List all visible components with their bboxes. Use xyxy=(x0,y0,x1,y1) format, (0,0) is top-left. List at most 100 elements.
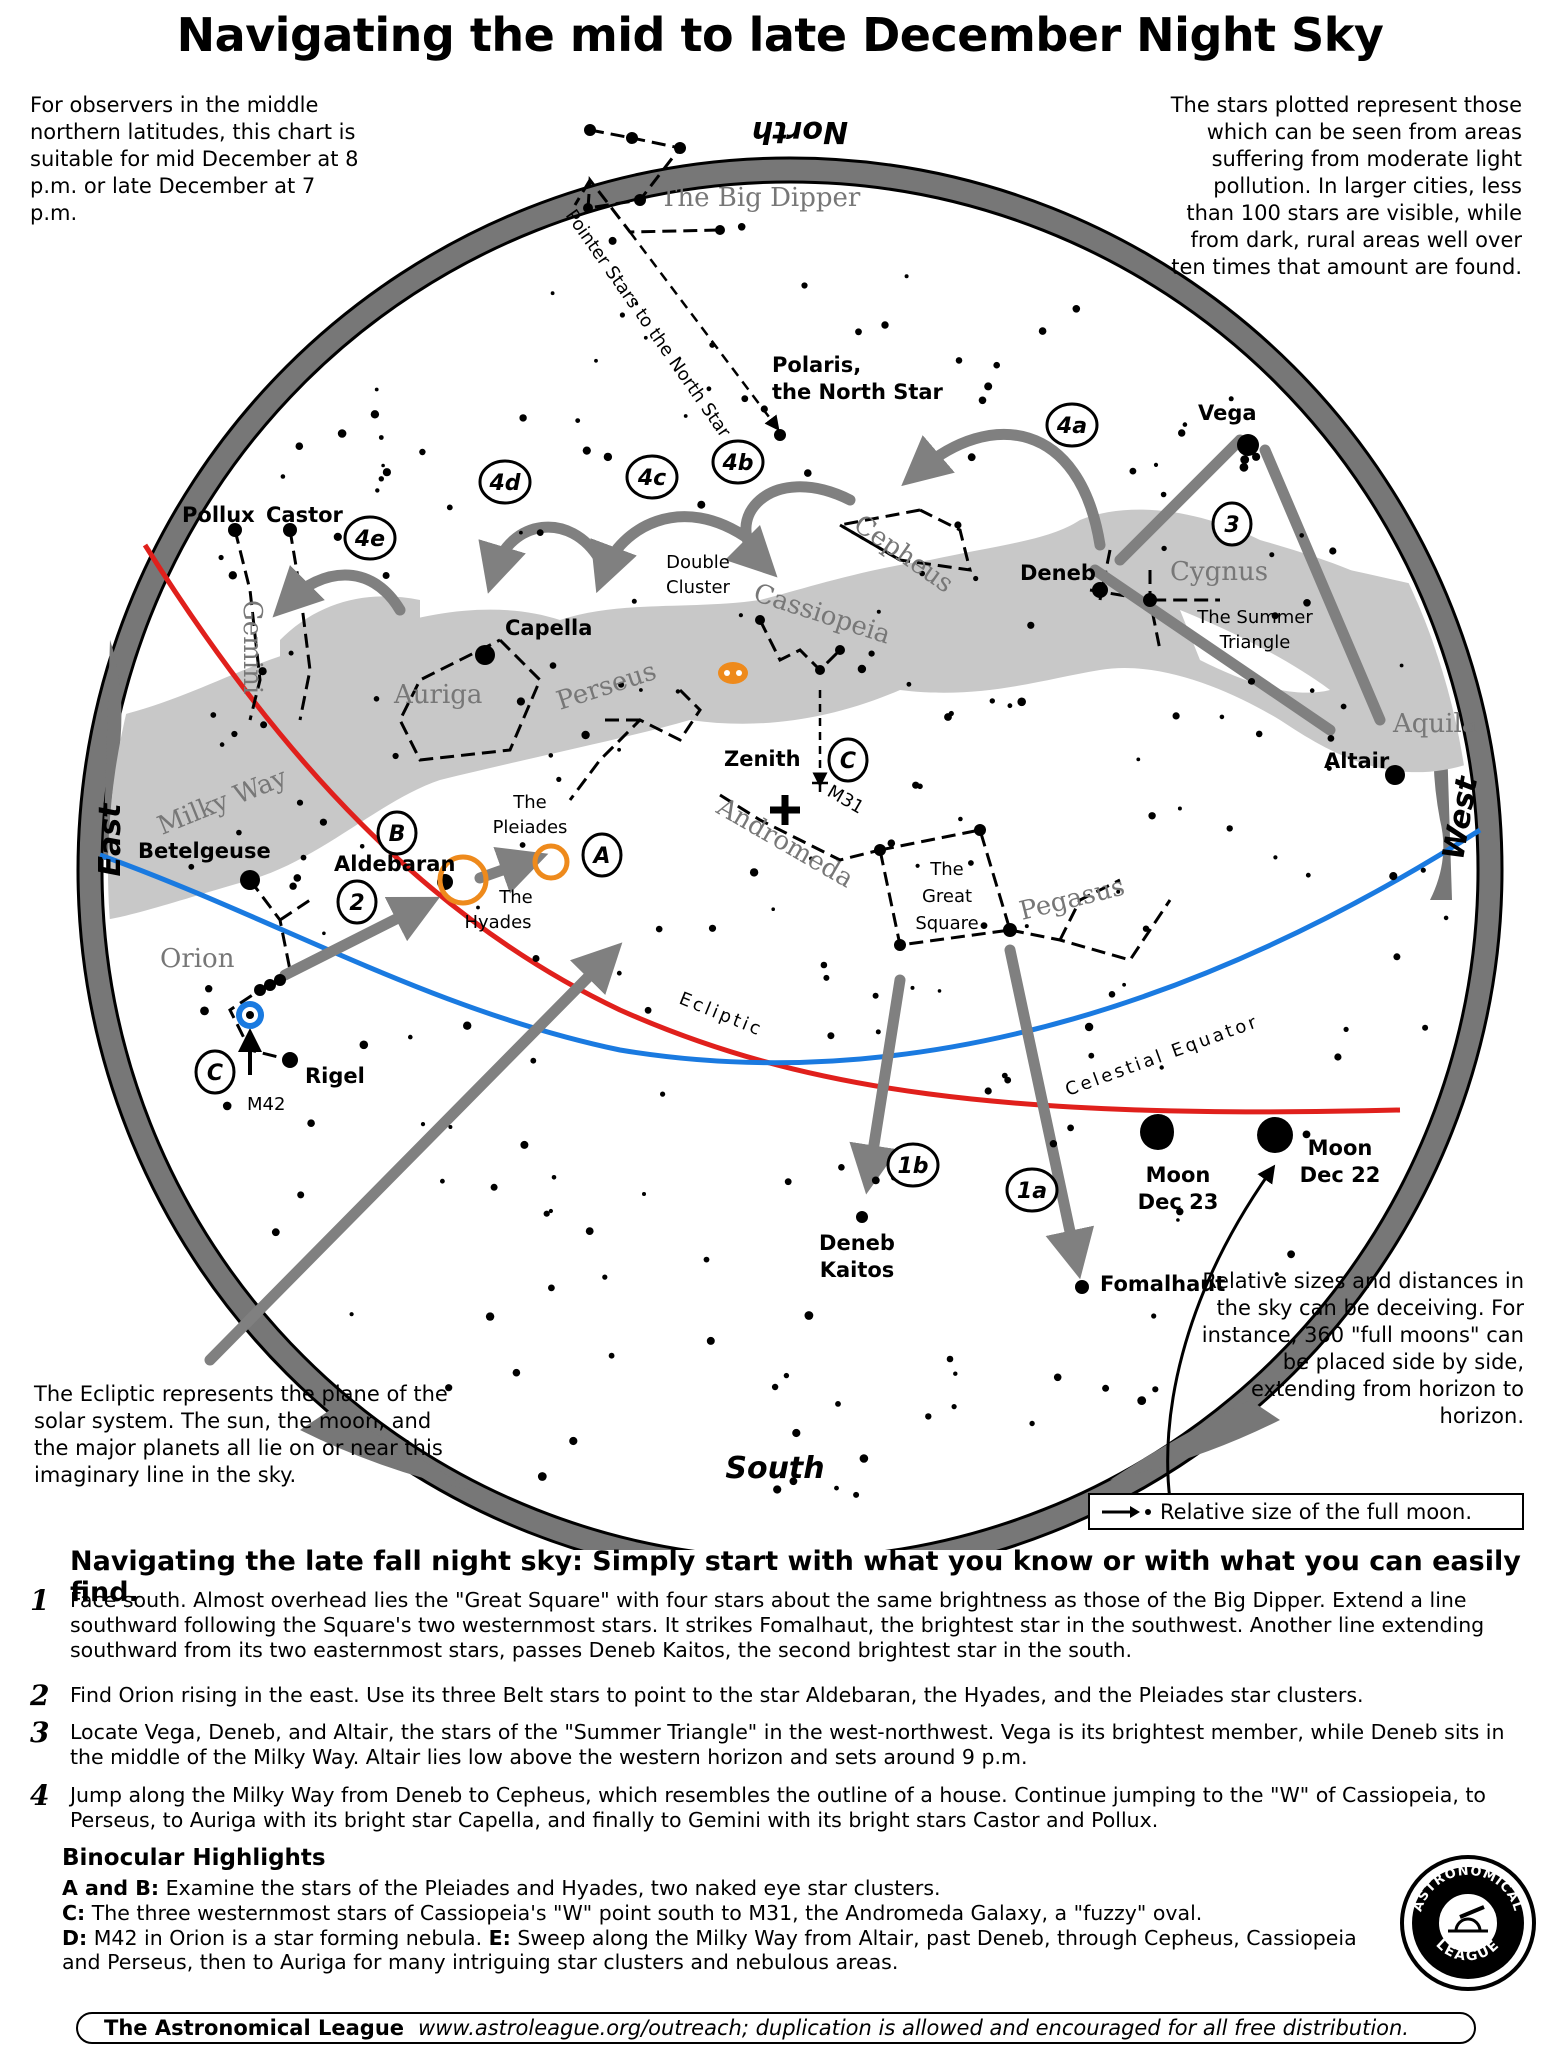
pollux-label: Pollux xyxy=(182,503,255,527)
background-star xyxy=(408,1034,413,1040)
square-star xyxy=(874,844,886,856)
background-star xyxy=(536,529,544,536)
castor-star xyxy=(283,523,297,537)
m31-label: M31 xyxy=(824,781,868,818)
background-star xyxy=(1088,1052,1095,1059)
step-marker-4c xyxy=(625,454,679,500)
rigel-label: Rigel xyxy=(305,1064,365,1088)
background-star xyxy=(773,1485,782,1494)
background-star xyxy=(512,1368,521,1377)
background-star xyxy=(295,442,304,451)
background-star xyxy=(1334,1053,1342,1061)
big-dipper-label: The Big Dipper xyxy=(660,183,861,213)
background-star xyxy=(1176,1218,1180,1222)
step-marker-label: 1b xyxy=(897,1154,928,1179)
orion-label: Orion xyxy=(160,944,235,974)
background-star xyxy=(993,361,1000,369)
binocular-item-ab: A and B: Examine the stars of the Pleiad… xyxy=(62,1876,1462,1900)
background-star xyxy=(548,1284,555,1292)
step-marker-label: 4a xyxy=(1056,414,1087,439)
background-star xyxy=(709,342,716,348)
fomalhaut-label: Fomalhaut xyxy=(1100,1272,1225,1296)
background-star xyxy=(1302,1130,1311,1139)
background-star xyxy=(1153,462,1159,467)
background-star xyxy=(289,882,297,890)
step-marker-1a xyxy=(1005,1167,1059,1213)
great-square-label-1: The xyxy=(929,859,963,880)
background-star xyxy=(1443,915,1449,921)
background-star xyxy=(737,223,746,231)
deneb-kaitos-label-1: Deneb xyxy=(819,1231,895,1255)
polaris-star xyxy=(774,429,786,441)
binocular-item-c: C: The three westernmost stars of Cassio… xyxy=(62,1901,1462,1925)
castor-label: Castor xyxy=(266,503,344,527)
step-marker-b xyxy=(376,810,418,856)
background-star xyxy=(445,1384,453,1392)
hyades-marker xyxy=(437,854,489,906)
background-star xyxy=(375,488,380,493)
background-star xyxy=(1389,872,1398,881)
background-star xyxy=(683,414,688,418)
background-star xyxy=(569,1436,578,1446)
background-star xyxy=(1303,599,1311,607)
step-1: 1 Face south. Almost overhead lies the "G… xyxy=(30,1584,1530,1663)
background-star xyxy=(820,961,828,969)
background-star xyxy=(222,1101,232,1111)
great-square-label-3: Square xyxy=(915,913,978,934)
background-star xyxy=(373,696,380,702)
footer: The Astronomical League www.astroleague.… xyxy=(76,2012,1476,2044)
background-star xyxy=(910,985,915,990)
background-star xyxy=(660,1091,666,1097)
background-star xyxy=(792,1428,801,1438)
background-star xyxy=(859,1454,869,1463)
background-star xyxy=(271,1228,280,1237)
footer-url[interactable]: www.astroleague.org/outreach; duplicatio… xyxy=(418,2016,1409,2040)
background-star xyxy=(1129,467,1137,475)
background-star xyxy=(906,681,912,687)
binocular-item-de: D: M42 in Orion is a star forming nebula… xyxy=(62,1926,1372,1974)
step-marker-label: B xyxy=(389,822,406,847)
constellation-lines xyxy=(228,128,1220,1062)
dipper-star xyxy=(583,203,593,213)
step-marker-a xyxy=(581,832,623,878)
background-star xyxy=(872,992,879,999)
belt-star xyxy=(264,979,276,991)
background-star xyxy=(476,905,480,910)
step-number: 1 xyxy=(30,1584,50,1617)
pleiades-label-2: Pleiades xyxy=(493,817,568,838)
double-cluster-label-2: Cluster xyxy=(666,577,730,598)
auriga-label: Auriga xyxy=(393,680,482,710)
background-star xyxy=(984,1087,992,1095)
south-label: South xyxy=(725,1451,824,1486)
background-star xyxy=(1239,462,1249,472)
background-star xyxy=(967,453,976,462)
background-star xyxy=(804,1311,814,1320)
background-star xyxy=(296,799,304,806)
background-star xyxy=(381,463,385,468)
background-star xyxy=(582,446,591,455)
background-star xyxy=(619,312,626,318)
background-star xyxy=(382,572,390,579)
background-star xyxy=(1343,1026,1349,1032)
observer-note: For observers in the middle northern lat… xyxy=(30,93,359,225)
background-star xyxy=(937,989,942,993)
background-star xyxy=(616,970,622,976)
dipper-star xyxy=(584,124,596,136)
background-star xyxy=(1182,422,1188,427)
background-star xyxy=(205,985,213,993)
horizon-landscape xyxy=(103,640,125,860)
step-number: 3 xyxy=(30,1716,50,1749)
step-text: Face south. Almost overhead lies the "Gr… xyxy=(70,1588,1485,1662)
background-star xyxy=(382,468,391,477)
background-star xyxy=(925,1413,932,1420)
background-star xyxy=(532,955,540,962)
background-star xyxy=(973,575,979,582)
background-star xyxy=(236,829,242,836)
horizon-ring xyxy=(79,159,1501,1550)
background-star xyxy=(904,274,909,279)
step-text: Find Orion rising in the east. Use its t… xyxy=(70,1683,1364,1707)
step-marker-3 xyxy=(1211,501,1253,547)
moon-size-key-label: Relative size of the full moon. xyxy=(1160,1499,1472,1524)
